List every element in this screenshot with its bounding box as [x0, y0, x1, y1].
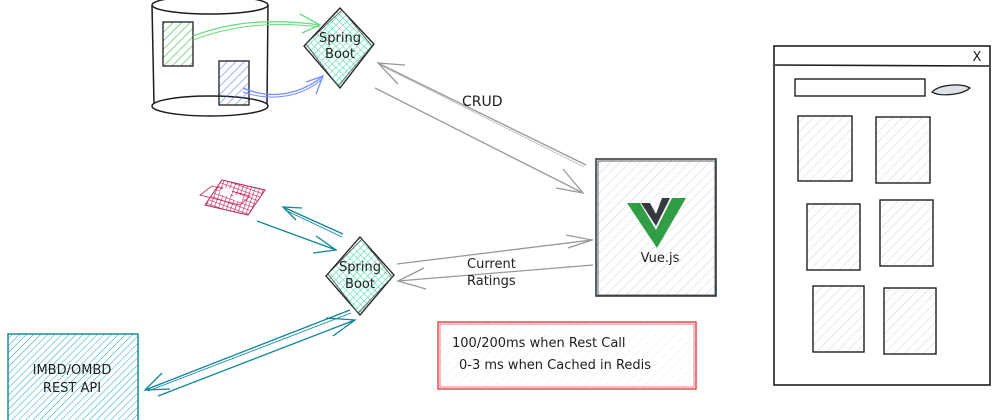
db-table-green [162, 21, 194, 67]
db-table-blue [218, 60, 250, 106]
current-ratings-label-1: Current [467, 257, 516, 272]
redis-node[interactable] [199, 179, 266, 216]
spring-boot-bottom-node[interactable]: Spring Boot [325, 236, 395, 316]
window-frame [773, 45, 991, 386]
vue-label: Vue.js [641, 251, 680, 266]
db-green-arrow [192, 13, 322, 41]
window-search-button-icon[interactable] [931, 84, 972, 96]
api-spring-arrows [143, 309, 357, 397]
window-titlebar-divider [774, 64, 990, 67]
current-ratings-arrow [396, 234, 595, 290]
crud-arrow [374, 62, 587, 194]
imdb-api-label-2: REST API [43, 381, 101, 396]
imdb-api-box [7, 333, 139, 420]
spring-boot-bottom-label-2: Boot [345, 277, 375, 292]
latency-note-line-2: 0-3 ms when Cached in Redis [459, 358, 651, 373]
vue-node[interactable]: Vue.js [595, 158, 717, 297]
spring-boot-top-node[interactable]: Spring Boot [303, 7, 375, 90]
window-tile[interactable] [875, 116, 931, 184]
window-close-icon[interactable]: X [973, 50, 982, 65]
database-cylinder[interactable] [151, 0, 269, 117]
db-right-edge [266, 4, 269, 105]
window-tile[interactable] [879, 199, 934, 267]
window-mockup[interactable]: X [773, 45, 991, 386]
window-tile[interactable] [812, 285, 865, 353]
window-tile[interactable] [883, 287, 937, 355]
spring-boot-bottom-diamond [325, 236, 395, 316]
latency-note-line-1: 100/200ms when Rest Call [452, 336, 626, 351]
crud-label: CRUD [462, 94, 503, 110]
spring-boot-bottom-label-1: Spring [339, 260, 381, 275]
window-tile[interactable] [797, 115, 853, 182]
vue-box [595, 158, 717, 297]
db-bottom-ellipse [151, 95, 269, 117]
latency-note-box [437, 321, 697, 390]
window-tile-grid [797, 115, 937, 355]
window-tile[interactable] [806, 203, 861, 271]
spring-boot-top-label-2: Boot [325, 47, 355, 62]
db-top-ellipse [151, 0, 269, 15]
vue-logo-icon [627, 198, 686, 248]
db-left-edge [151, 4, 155, 105]
window-search-input[interactable] [794, 78, 926, 97]
imdb-api-node[interactable]: IMBD/OMBD REST API [7, 333, 139, 420]
imdb-api-label-1: IMBD/OMBD [33, 363, 112, 378]
spring-boot-top-label-1: Spring [319, 31, 361, 46]
redis-spring-arrows [256, 206, 344, 254]
current-ratings-label-2: Ratings [467, 274, 516, 289]
latency-note[interactable]: 100/200ms when Rest Call 0-3 ms when Cac… [437, 321, 697, 390]
db-blue-arrow [242, 74, 325, 98]
